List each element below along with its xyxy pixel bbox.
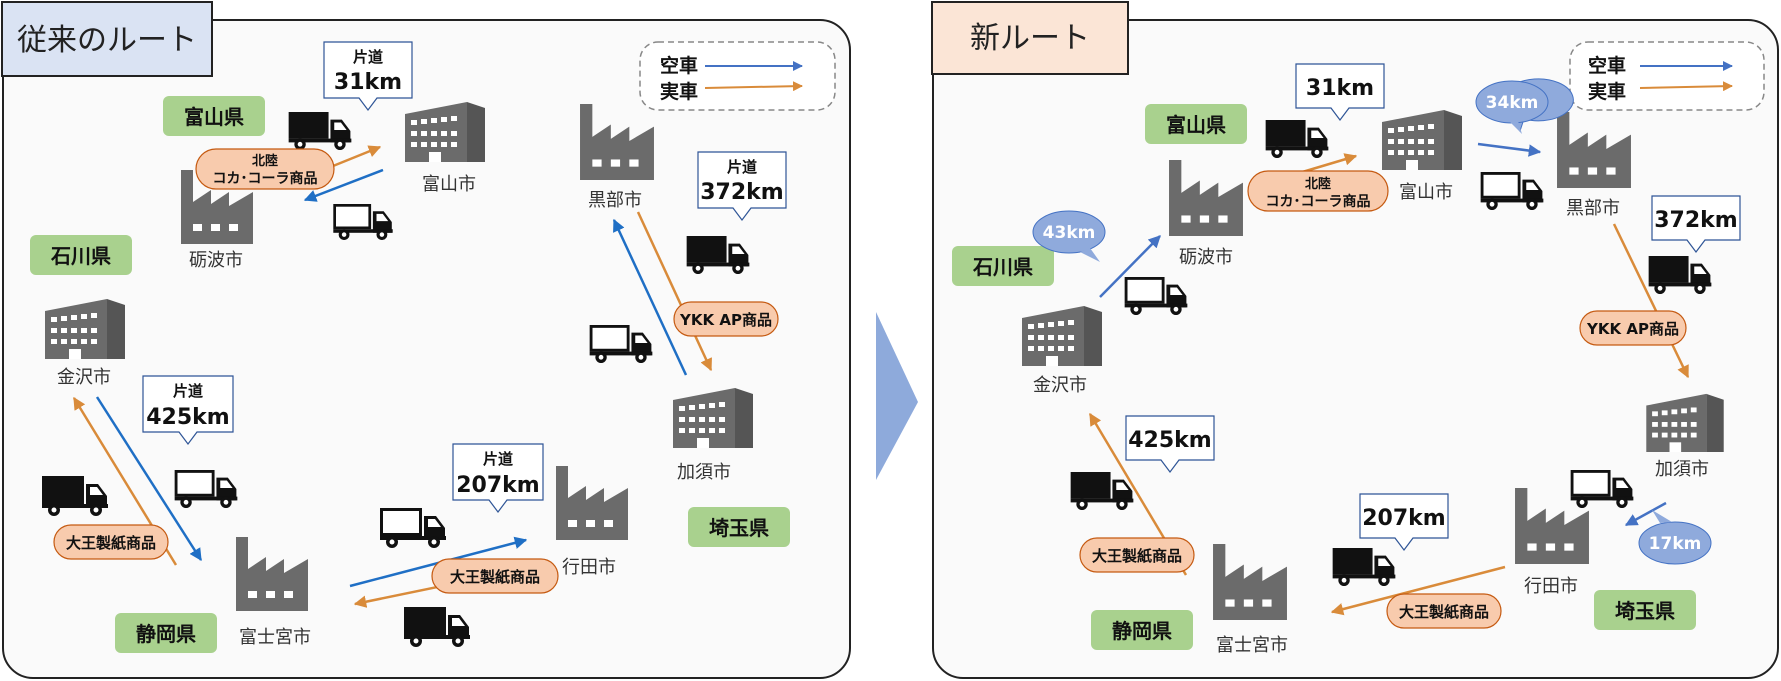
city-gyoda: 行田市 [562,557,616,578]
route-toyama-tonami-empty [303,168,384,202]
legend-loaded-label: 実車 [1588,80,1626,103]
product-daio-1: 大王製紙商品 [66,534,156,552]
route-gyoda-fujinomiya-loaded [1330,565,1506,616]
pref-saitama: 埼玉県 [1615,599,1675,623]
city-kurobe: 黒部市 [588,190,642,211]
pref-ishikawa: 石川県 [972,255,1033,279]
distance-31km: 31km [1306,76,1374,101]
pref-toyama: 富山県 [184,105,244,129]
legend-loaded-label: 実車 [660,80,698,103]
new-panel-title: 新ルート [970,21,1090,56]
old-panel-title: 従来のルート [17,23,197,58]
old-legend: 空車 実車 [639,41,836,111]
route-kanazawa-fujinomiya-empty [95,396,203,562]
route-tonami-toyama-loaded [332,145,382,168]
distance-value-3: 425km [146,405,229,430]
pref-saitama: 埼玉県 [709,516,769,540]
new-route-panel: 新ルート 空車 実車 富山県 石川県 静岡県 埼玉県 [931,1,1779,679]
city-tonami: 砺波市 [1179,247,1233,268]
city-tonami: 砺波市 [189,250,243,271]
product-daio-1: 大王製紙商品 [1092,547,1182,565]
route-kazo-kurobe-empty [612,218,688,376]
new-panel-title-box [931,1,1129,75]
city-toyama: 富山市 [1399,182,1453,203]
pref-shizuoka: 静岡県 [136,622,196,646]
distance-prefix-1: 片道 [353,48,383,66]
distance-prefix-4: 片道 [483,450,513,468]
distance-372km: 372km [1654,208,1737,233]
city-gyoda: 行田市 [1524,576,1578,597]
product-daio-2: 大王製紙商品 [1399,603,1489,621]
empty-distance-17km: 17km [1649,534,1702,554]
legend-empty-label: 空車 [1588,54,1626,77]
distance-value-2: 372km [700,180,783,205]
product-ykk: YKK AP商品 [1586,320,1679,338]
route-kurobe-kazo-loaded [1612,223,1690,379]
product-hokuriku-line2: コカ･コーラ商品 [213,170,318,187]
pref-ishikawa: 石川県 [50,244,111,268]
distance-value-4: 207km [456,473,539,498]
route-kanazawa-tonami-empty [1099,235,1161,298]
product-hokuriku-line2: コカ･コーラ商品 [1266,193,1371,210]
legend-empty-label: 空車 [660,54,698,77]
distance-value-1: 31km [334,70,402,95]
new-legend: 空車 実車 [1569,41,1765,111]
empty-distance-43km: 43km [1043,223,1096,243]
product-hokuriku-line1: 北陸 [1305,176,1331,192]
city-fujinomiya: 富士宮市 [1216,635,1288,656]
route-kazo-gyoda-empty [1624,501,1667,527]
pref-toyama: 富山県 [1166,113,1226,137]
city-kanazawa: 金沢市 [1033,375,1087,396]
city-kanazawa: 金沢市 [57,367,111,388]
city-toyama: 富山市 [422,174,476,195]
product-hokuriku-line1: 北陸 [252,153,278,169]
old-route-panel: 従来のルート 空車 実車 富山県 石川県 静岡県 埼玉県 [1,1,851,679]
route-kurobe-kazo-loaded [636,211,713,372]
distance-prefix-2: 片道 [727,158,757,176]
product-ykk: YKK AP商品 [679,311,772,329]
city-kurobe: 黒部市 [1566,198,1620,219]
distance-prefix-3: 片道 [173,382,203,400]
city-kazo: 加須市 [1655,459,1709,480]
distance-207km: 207km [1362,506,1445,531]
old-panel-title-box [1,1,213,77]
empty-distance-34km: 34km [1486,93,1539,113]
city-fujinomiya: 富士宮市 [239,627,311,648]
route-toyama-kurobe-empty [1477,142,1542,157]
distance-425km: 425km [1128,428,1211,453]
pref-shizuoka: 静岡県 [1112,619,1172,643]
city-kazo: 加須市 [677,462,731,483]
transition-arrow-icon [876,312,918,480]
product-daio-2: 大王製紙商品 [450,568,540,586]
